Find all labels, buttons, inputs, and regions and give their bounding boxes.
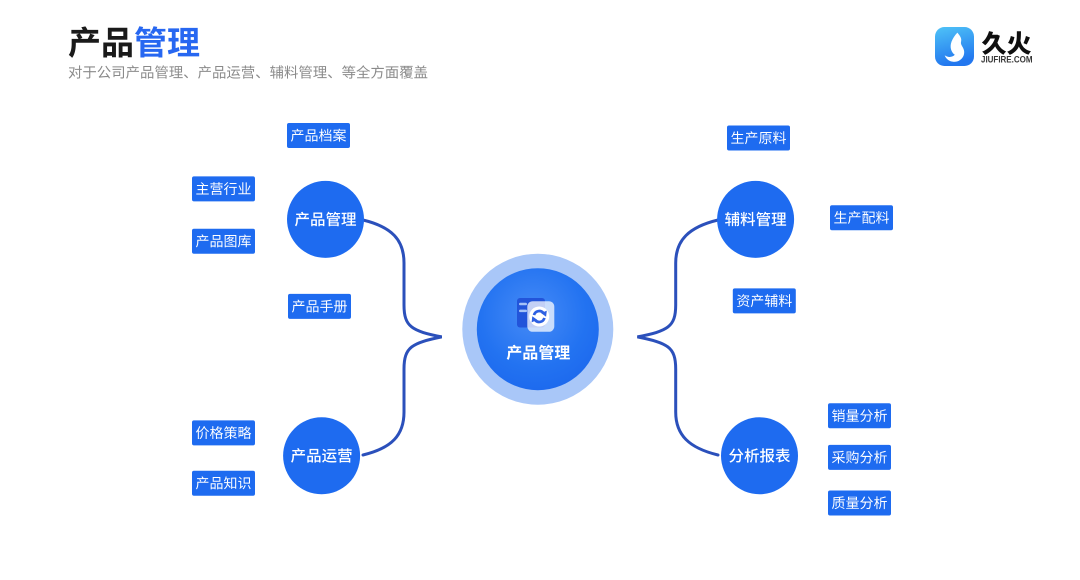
svg-text:JIUFIRE.COM: JIUFIRE.COM	[981, 55, 1033, 65]
